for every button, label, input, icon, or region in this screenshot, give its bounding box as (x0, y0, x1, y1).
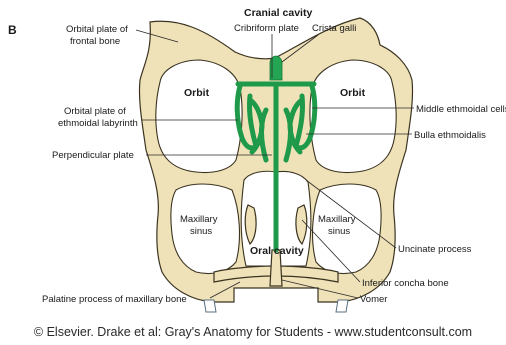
label-orbital-plate-ethmoid-1: Orbital plate of (64, 106, 126, 117)
orbit-right-cavity (310, 60, 396, 173)
label-vomer: Vomer (360, 294, 387, 305)
label-maxillary-sinus-left-1: Maxillary (180, 214, 218, 225)
credit-line: © Elsevier. Drake et al: Gray's Anatomy … (34, 325, 472, 339)
panel-letter: B (8, 23, 17, 37)
tooth-left (204, 300, 216, 312)
label-orbit-right: Orbit (340, 87, 366, 99)
label-orbital-plate-ethmoid-2: ethmoidal labyrinth (58, 118, 138, 129)
label-uncinate-process: Uncinate process (398, 244, 472, 255)
label-inferior-concha: Inferior concha bone (362, 278, 449, 289)
label-maxillary-sinus-right-2: sinus (328, 226, 350, 237)
label-oral-cavity: Oral cavity (250, 245, 304, 257)
label-bulla-ethmoidalis: Bulla ethmoidalis (414, 130, 486, 141)
label-orbital-plate-frontal-2: frontal bone (70, 36, 120, 47)
label-maxillary-sinus-right-1: Maxillary (318, 214, 356, 225)
label-perpendicular-plate: Perpendicular plate (52, 150, 134, 161)
label-palatine-process: Palatine process of maxillary bone (42, 294, 187, 305)
label-cranial-cavity: Cranial cavity (244, 7, 312, 19)
label-orbit-left: Orbit (184, 87, 210, 99)
label-cribriform-plate: Cribriform plate (234, 23, 299, 34)
tooth-right (336, 300, 348, 312)
label-orbital-plate-frontal-1: Orbital plate of (66, 24, 128, 35)
label-middle-ethmoidal-cells: Middle ethmoidal cells (416, 104, 506, 115)
label-maxillary-sinus-left-2: sinus (190, 226, 212, 237)
label-crista-galli: Crista galli (312, 23, 356, 34)
orbit-left-cavity (156, 60, 242, 173)
